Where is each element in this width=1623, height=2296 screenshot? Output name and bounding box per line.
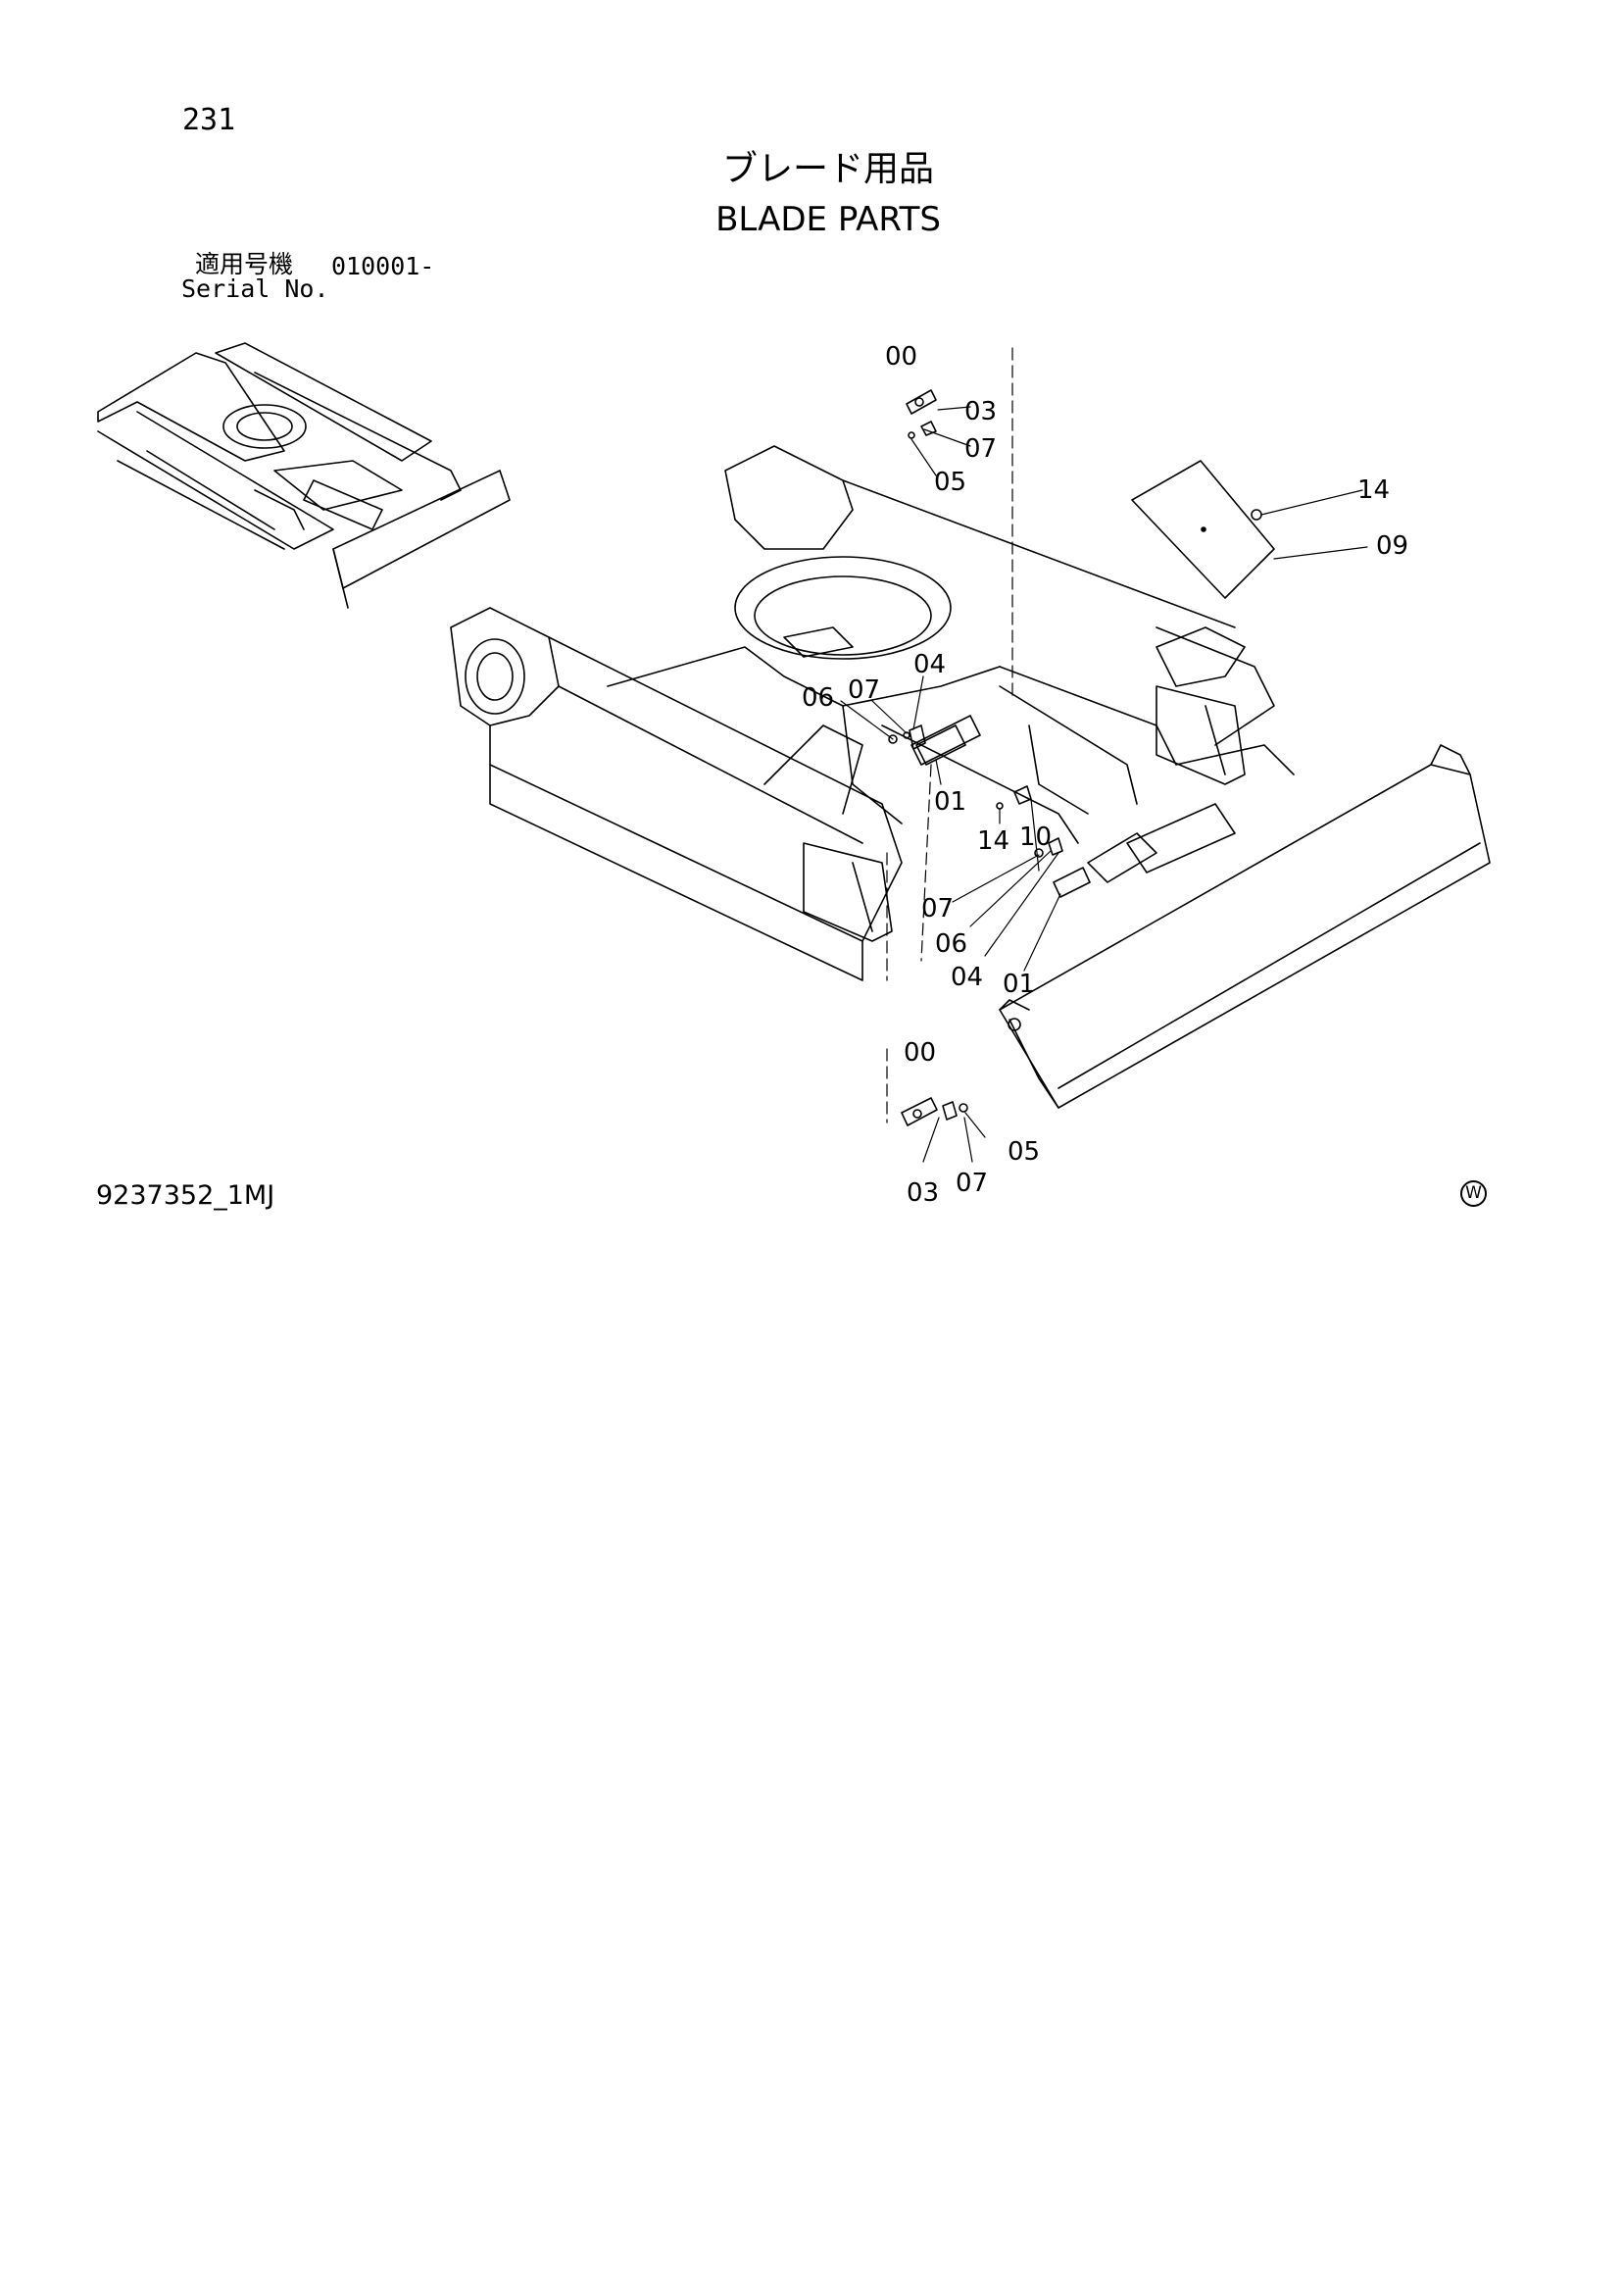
undercarriage-frame — [450, 445, 1491, 1109]
callout-14-plate: 14 — [1357, 475, 1390, 505]
callout-03-top: 03 — [964, 397, 997, 426]
callout-04-left: 04 — [913, 650, 946, 679]
leader-lines — [840, 406, 1368, 1163]
drawing-number: 9237352_1MJ — [96, 1180, 275, 1211]
callout-09-plate: 09 — [1376, 531, 1408, 561]
callout-07-bottom: 07 — [956, 1169, 988, 1198]
callout-00-top: 00 — [885, 342, 917, 372]
callout-14-mid: 14 — [977, 826, 1009, 856]
page-number: 231 — [182, 103, 236, 137]
callout-01-left: 01 — [934, 787, 966, 817]
callout-00-bottom: 00 — [904, 1038, 936, 1068]
serial-label-japanese: 適用号機 — [195, 250, 294, 278]
callout-01-mid: 01 — [1003, 970, 1035, 999]
callout-10-mid: 10 — [1019, 823, 1052, 852]
callout-05-bottom: 05 — [1008, 1137, 1040, 1167]
callout-07-top: 07 — [964, 434, 997, 464]
callouts: 00 03 07 05 14 09 06 07 04 01 14 10 07 0… — [802, 342, 1408, 1208]
small-parts — [888, 389, 1262, 1126]
page-title-english: BLADE PARTS — [715, 200, 941, 239]
w-circle-mark: W — [1460, 1180, 1487, 1207]
callout-05-top: 05 — [934, 468, 966, 497]
callout-04-mid: 04 — [951, 963, 983, 992]
page-title-japanese: ブレード用品 — [721, 149, 934, 189]
callout-07-mid: 07 — [921, 894, 954, 923]
callout-06-mid: 06 — [935, 929, 967, 959]
centerlines — [886, 347, 1013, 1123]
serial-number-value: 010001- — [331, 252, 435, 280]
blade-parts-diagram: 00 03 07 05 14 09 06 07 04 01 14 10 07 0… — [97, 342, 1491, 1208]
overview-thumbnail — [97, 342, 511, 609]
callout-03-bottom: 03 — [907, 1178, 939, 1208]
serial-label-english: Serial No. — [181, 275, 329, 303]
callout-06-left: 06 — [802, 683, 834, 713]
callout-07-left: 07 — [848, 675, 880, 705]
